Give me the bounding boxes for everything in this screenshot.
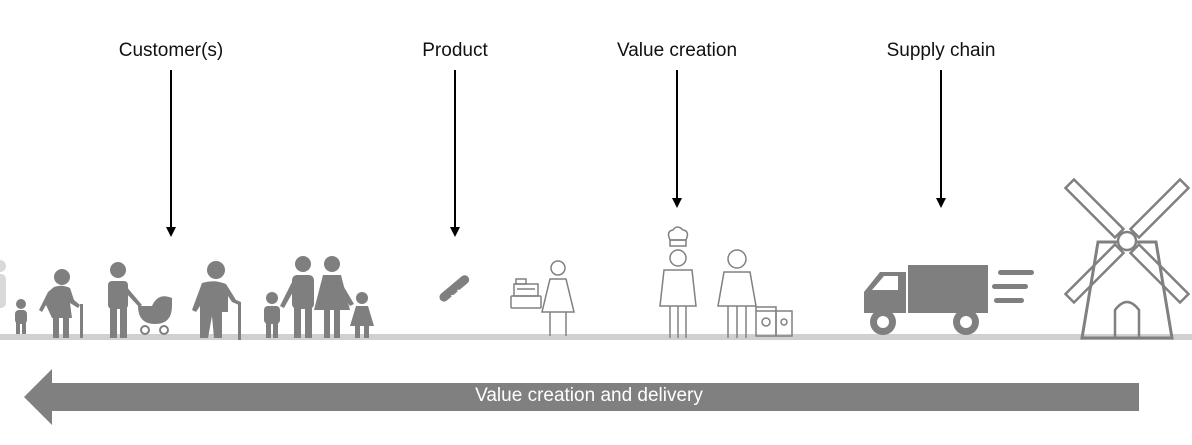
delivery-truck-icon	[864, 265, 1034, 335]
shop-group	[510, 260, 575, 336]
family-icon	[264, 256, 374, 338]
elderly-woman-cane-icon	[39, 269, 83, 338]
baguette-icon	[439, 275, 470, 302]
value-flow-label: Value creation and delivery	[475, 385, 703, 406]
chef-icon	[659, 226, 697, 338]
cash-register-icon	[510, 278, 542, 309]
ground-line	[0, 334, 1192, 340]
shop-assistant-icon	[541, 260, 575, 336]
customers-label: Customer(s)	[118, 40, 224, 61]
elderly-man-cane-icon	[192, 261, 241, 340]
supply-chain-label: Supply chain	[886, 40, 996, 61]
value-flow-arrow	[24, 369, 1139, 425]
parent-pram-icon	[108, 262, 172, 338]
walking-child-icon	[0, 260, 27, 334]
baker-icon	[717, 249, 757, 338]
bakers-group	[659, 226, 793, 338]
pointer-arrows	[166, 70, 946, 237]
value-creation-label: Value creation	[616, 40, 738, 61]
product-label: Product	[422, 40, 488, 61]
windmill-icon	[1063, 177, 1191, 340]
flour-bags-icon	[755, 306, 793, 337]
customers-group	[0, 256, 374, 340]
